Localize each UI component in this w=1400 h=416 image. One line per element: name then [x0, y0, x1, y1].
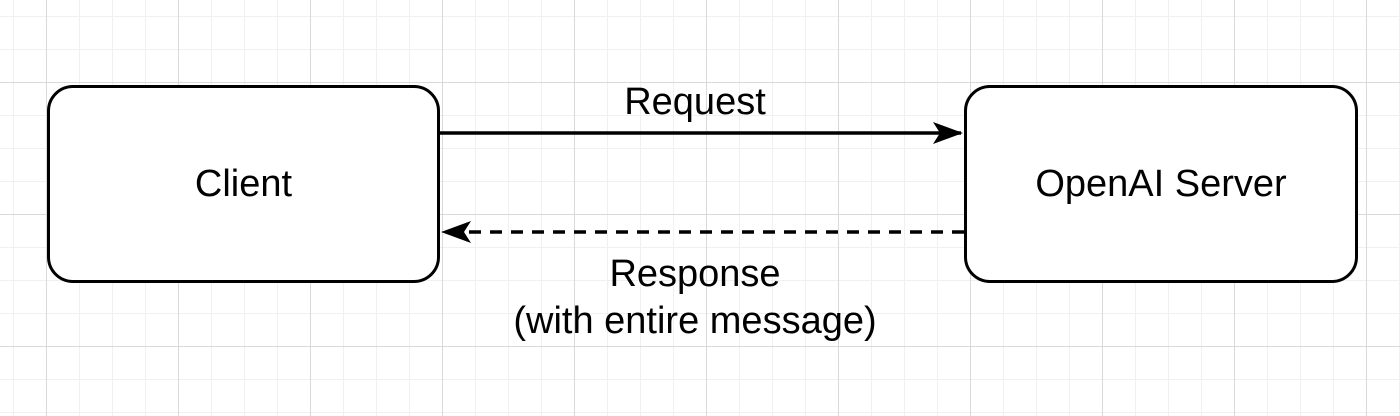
edge-response-label: Response (with entire message) [513, 251, 876, 345]
node-openai-server-label: OpenAI Server [1035, 162, 1287, 205]
node-client-label: Client [194, 162, 293, 205]
edge-response-sublabel-text: (with entire message) [513, 300, 877, 342]
edge-request-label: Request [624, 79, 766, 126]
node-client: Client [47, 85, 440, 283]
edge-response-label-text: Response [609, 253, 781, 295]
node-openai-server: OpenAI Server [964, 85, 1358, 283]
edge-request-label-text: Request [624, 81, 766, 123]
